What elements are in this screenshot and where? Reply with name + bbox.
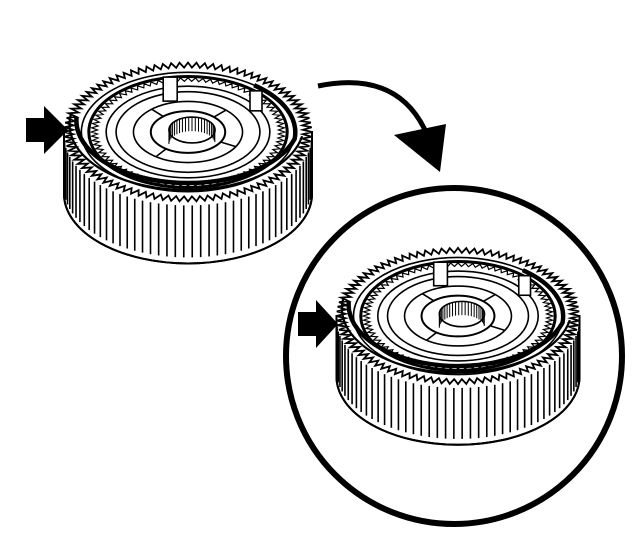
hub-splines xyxy=(168,117,216,144)
hub-key-line xyxy=(421,292,435,302)
hub-key-line xyxy=(489,325,506,332)
spring-ring-outer-edge xyxy=(68,112,304,192)
spring-ring xyxy=(346,268,566,369)
gear-side-teeth xyxy=(335,322,581,439)
spring-ring-outer-edge xyxy=(340,296,571,374)
gear-face-ring xyxy=(115,90,261,174)
arrow-detail xyxy=(298,300,338,348)
hub-key-line xyxy=(426,331,438,341)
gear-face-ring xyxy=(386,275,530,357)
gear-side-teeth xyxy=(63,138,313,258)
magnify-arrow xyxy=(317,80,446,172)
hub-key-line xyxy=(213,109,227,118)
shift-key xyxy=(517,274,532,297)
gear-overview xyxy=(63,61,313,265)
gear-bottom-rim xyxy=(63,193,313,265)
hub-key-line xyxy=(482,293,496,303)
gear-detail xyxy=(335,246,581,446)
hub-key-line xyxy=(151,108,164,118)
hub-key-line xyxy=(155,148,167,158)
shift-key xyxy=(162,76,178,102)
hub-keys xyxy=(151,108,237,158)
hub-key-line xyxy=(220,141,237,148)
hub-splines xyxy=(438,301,485,328)
shift-key xyxy=(432,261,449,287)
gear-bottom-rim xyxy=(335,376,581,446)
spring-ring xyxy=(74,83,298,186)
gear-face-ring xyxy=(87,74,289,190)
gear-face-ring xyxy=(105,85,271,179)
shift-key xyxy=(249,90,263,112)
gear-face-ring xyxy=(359,260,557,372)
hub-keys xyxy=(421,292,506,341)
gear-face-ring xyxy=(376,270,540,362)
arrow-overview xyxy=(26,106,68,154)
